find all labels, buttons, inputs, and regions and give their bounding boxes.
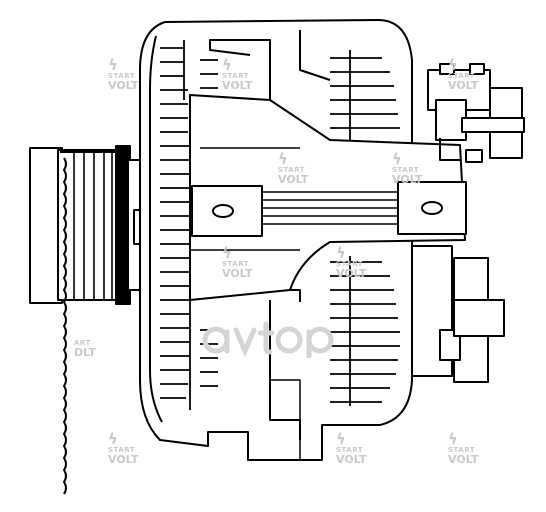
watermark-line1: START	[336, 446, 364, 454]
startvolt-watermark: ϟ START VOLT	[108, 430, 139, 466]
watermark-line1: START	[108, 72, 136, 80]
regulator-assembly	[411, 63, 525, 383]
watermark-line2: VOLT	[392, 173, 423, 186]
watermark-line2: VOLT	[336, 267, 367, 280]
startvolt-watermark: ϟ START VOLT	[448, 430, 479, 466]
lightning-bolt-icon: ϟ	[448, 56, 458, 74]
mounting-bracket	[189, 30, 467, 460]
watermark-line2: VOLT	[278, 173, 309, 186]
startvolt-watermark: ϟ START VOLT	[336, 430, 367, 466]
startvolt-watermark-partial: ART DLT	[74, 339, 96, 359]
lightning-bolt-icon: ϟ	[392, 150, 402, 168]
watermark-line2: VOLT	[222, 79, 253, 92]
lightning-bolt-icon: ϟ	[108, 430, 118, 448]
watermark-line1: START	[448, 72, 476, 80]
startvolt-watermark: ϟ START VOLT	[108, 56, 139, 92]
watermark-line2: VOLT	[108, 79, 139, 92]
lightning-bolt-icon: ϟ	[278, 150, 288, 168]
lightning-bolt-icon: ϟ	[222, 244, 232, 262]
startvolt-watermark: ϟ START VOLT	[278, 150, 309, 186]
avtopro-logo-icon	[202, 321, 334, 358]
watermark-line1: START	[108, 446, 136, 454]
lightning-bolt-icon: ϟ	[448, 430, 458, 448]
watermark-line2: VOLT	[448, 79, 479, 92]
watermark-line1: START	[222, 72, 250, 80]
watermark-line2: VOLT	[222, 267, 253, 280]
watermark-line1: START	[392, 166, 420, 174]
pulley	[29, 145, 131, 495]
watermark-line2: VOLT	[448, 453, 479, 466]
watermark-partial-top: ART	[74, 339, 91, 347]
startvolt-watermark: ϟ START VOLT	[448, 56, 479, 92]
watermark-line2: VOLT	[108, 453, 139, 466]
watermark-line1: START	[278, 166, 306, 174]
lightning-bolt-icon: ϟ	[336, 430, 346, 448]
watermark-line1: START	[336, 260, 364, 268]
lightning-bolt-icon: ϟ	[222, 56, 232, 74]
watermark-line1: START	[222, 260, 250, 268]
startvolt-watermark: ϟ START VOLT	[336, 244, 367, 280]
watermark-line1: START	[448, 446, 476, 454]
watermark-partial-label: DLT	[74, 346, 96, 359]
startvolt-watermark: ϟ START VOLT	[222, 56, 253, 92]
lightning-bolt-icon: ϟ	[336, 244, 346, 262]
lightning-bolt-icon: ϟ	[108, 56, 118, 74]
startvolt-watermark: ϟ START VOLT	[392, 150, 423, 186]
startvolt-watermark: ϟ START VOLT	[222, 244, 253, 280]
watermark-line2: VOLT	[336, 453, 367, 466]
